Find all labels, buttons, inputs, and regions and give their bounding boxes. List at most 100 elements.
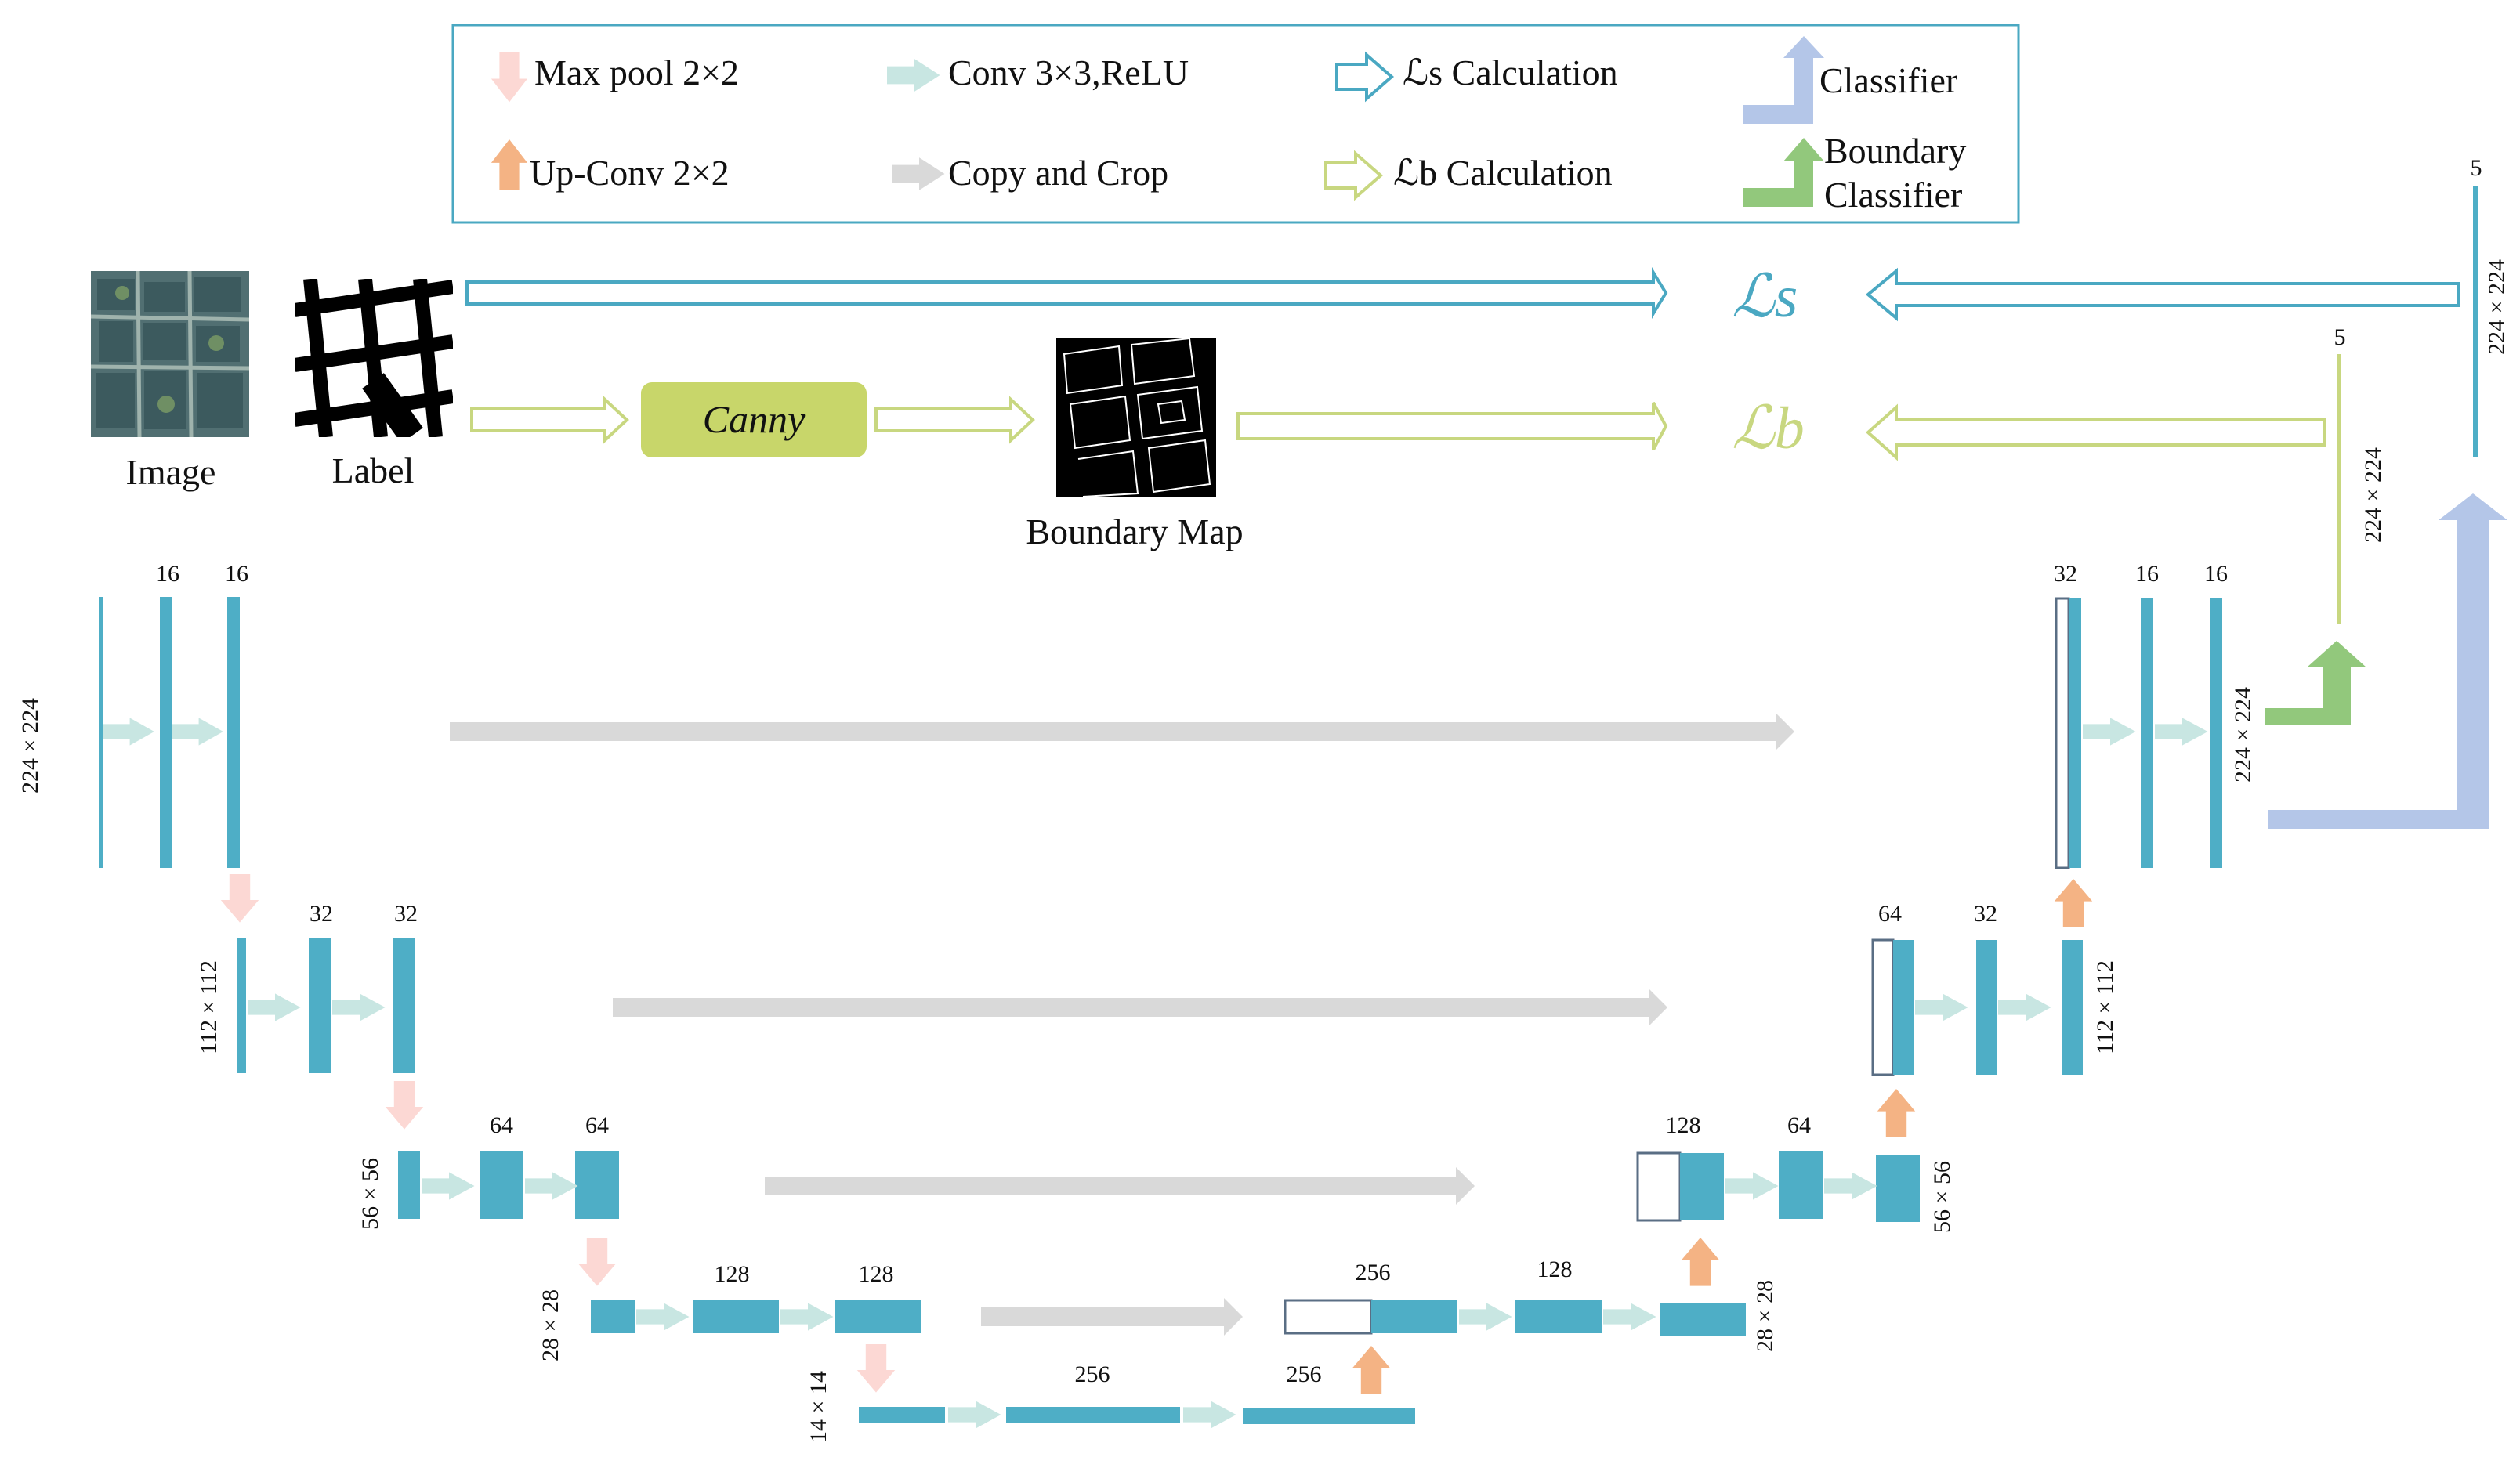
label-caption: Label bbox=[332, 450, 415, 490]
resolution-label: 224 × 224 bbox=[2360, 447, 2386, 543]
channel-label: 32 bbox=[2054, 561, 2077, 587]
decoder-block bbox=[1976, 940, 1997, 1075]
encoder-level-1: 16 16 224 × 224 bbox=[17, 561, 1794, 923]
legend-upconv-label: Up-Conv 2×2 bbox=[530, 153, 730, 193]
decoder-block bbox=[1876, 1155, 1920, 1222]
seg-output-block bbox=[2473, 186, 2478, 457]
concat-block bbox=[1871, 938, 1895, 1076]
channel-label: 128 bbox=[1666, 1112, 1701, 1138]
maxpool-arrow bbox=[578, 1238, 617, 1286]
conv-arrow bbox=[1183, 1401, 1236, 1429]
decoder-block bbox=[2069, 598, 2081, 868]
channel-label: 32 bbox=[310, 901, 333, 927]
label-to-canny-arrow bbox=[470, 396, 629, 444]
ls-output-arrow bbox=[1865, 267, 2460, 322]
concat-block bbox=[1636, 1152, 1682, 1222]
encoder-block bbox=[160, 597, 172, 868]
copy-crop-arrow bbox=[613, 989, 1667, 1026]
legend-ls-label: ℒs Calculation bbox=[1403, 52, 1618, 92]
channel-label: 32 bbox=[394, 901, 418, 927]
upconv-arrow bbox=[1681, 1238, 1720, 1286]
copy-crop-arrow bbox=[765, 1167, 1475, 1205]
canny-box bbox=[641, 382, 867, 457]
output-heads: 5 224 × 224 5 224 × 224 bbox=[2265, 155, 2510, 829]
channel-label: 16 bbox=[2135, 561, 2159, 587]
label-image bbox=[295, 279, 453, 437]
conv-arrow bbox=[1915, 993, 1968, 1021]
encoder-block bbox=[1006, 1407, 1180, 1423]
ls-input-arrow bbox=[465, 266, 1668, 320]
encoder-block bbox=[693, 1300, 779, 1333]
concat-block bbox=[1284, 1299, 1373, 1335]
ls-symbol: ℒs bbox=[1732, 264, 1798, 330]
decoder-block bbox=[1779, 1152, 1823, 1219]
encoder-block bbox=[480, 1152, 523, 1219]
copy-crop-arrow bbox=[981, 1298, 1243, 1336]
classifier-arrow bbox=[2268, 494, 2507, 829]
conv-arrow bbox=[525, 1172, 578, 1200]
encoder-block bbox=[227, 597, 240, 868]
maxpool-arrow bbox=[220, 874, 259, 923]
decoder-level-3: 128 64 56 × 56 bbox=[1636, 1089, 1955, 1233]
channel-label: 128 bbox=[715, 1261, 750, 1287]
upconv-arrow bbox=[1352, 1346, 1391, 1394]
image-caption: Image bbox=[126, 452, 216, 492]
legend-lb-label: ℒb Calculation bbox=[1393, 153, 1613, 193]
decoder-block bbox=[1515, 1300, 1602, 1333]
satellite-image bbox=[91, 271, 249, 437]
conv-arrow bbox=[422, 1172, 475, 1200]
channel-label: 5 bbox=[2334, 324, 2346, 350]
decoder-block bbox=[2062, 940, 2083, 1075]
decoder-block bbox=[1371, 1300, 1457, 1333]
boundary-map-image bbox=[1056, 338, 1216, 497]
legend-copy-label: Copy and Crop bbox=[948, 153, 1168, 193]
encoder-level-4: 128 128 28 × 28 bbox=[538, 1261, 1243, 1393]
decoder-level-4: 256 128 28 × 28 bbox=[1284, 1238, 1778, 1352]
boundary-classifier-legend-icon bbox=[1743, 138, 1824, 207]
channel-label: 16 bbox=[225, 561, 248, 587]
canny-to-boundary-arrow bbox=[874, 396, 1035, 444]
legend: Max pool 2×2 Conv 3×3,ReLU ℒs Calculatio… bbox=[451, 24, 2020, 224]
resolution-label: 56 × 56 bbox=[357, 1158, 383, 1230]
channel-label: 16 bbox=[2204, 561, 2228, 587]
resolution-label: 224 × 224 bbox=[17, 698, 43, 794]
conv-arrow bbox=[2083, 718, 2136, 746]
legend-conv-label: Conv 3×3,ReLU bbox=[948, 52, 1189, 92]
encoder-block bbox=[1243, 1408, 1415, 1424]
resolution-label: 14 × 14 bbox=[806, 1371, 831, 1443]
conv-arrow bbox=[248, 993, 301, 1021]
legend-boundary-classifier-label-1: Boundary bbox=[1824, 131, 1966, 171]
channel-label: 16 bbox=[156, 561, 179, 587]
encoder-block bbox=[859, 1407, 945, 1423]
conv-arrow bbox=[780, 1303, 834, 1331]
conv-arrow bbox=[636, 1303, 690, 1331]
canny-label: Canny bbox=[703, 397, 806, 441]
resolution-label: 56 × 56 bbox=[1929, 1161, 1955, 1233]
resolution-label: 28 × 28 bbox=[1752, 1280, 1778, 1352]
conv-arrow bbox=[2155, 718, 2208, 746]
encoder-block bbox=[237, 938, 246, 1073]
ls-legend-icon bbox=[1335, 51, 1395, 103]
conv-arrow bbox=[103, 718, 154, 746]
conv-arrow bbox=[1459, 1303, 1512, 1331]
bottleneck: 256 256 14 × 14 bbox=[806, 1346, 1415, 1443]
channel-label: 256 bbox=[1075, 1361, 1110, 1387]
conv-arrow bbox=[948, 1401, 1001, 1429]
maxpool-arrow bbox=[856, 1344, 896, 1393]
lb-output-arrow bbox=[1865, 403, 2326, 461]
maxpool-arrow bbox=[385, 1081, 424, 1130]
channel-label: 64 bbox=[1878, 901, 1902, 927]
conv-arrow bbox=[1824, 1172, 1877, 1200]
lb-symbol: ℒb bbox=[1732, 396, 1805, 461]
boundary-to-lb-arrow bbox=[1236, 402, 1668, 450]
channel-label: 128 bbox=[859, 1261, 894, 1287]
encoder-level-2: 32 32 112 × 112 bbox=[196, 901, 1667, 1130]
legend-boundary-classifier-label-2: Classifier bbox=[1824, 175, 1962, 215]
lb-legend-icon bbox=[1324, 150, 1384, 201]
decoder-block bbox=[2141, 598, 2153, 868]
channel-label: 64 bbox=[585, 1112, 609, 1138]
conv-arrow bbox=[1998, 993, 2051, 1021]
channel-label: 256 bbox=[1356, 1260, 1391, 1285]
upconv-arrow bbox=[1877, 1089, 1916, 1137]
